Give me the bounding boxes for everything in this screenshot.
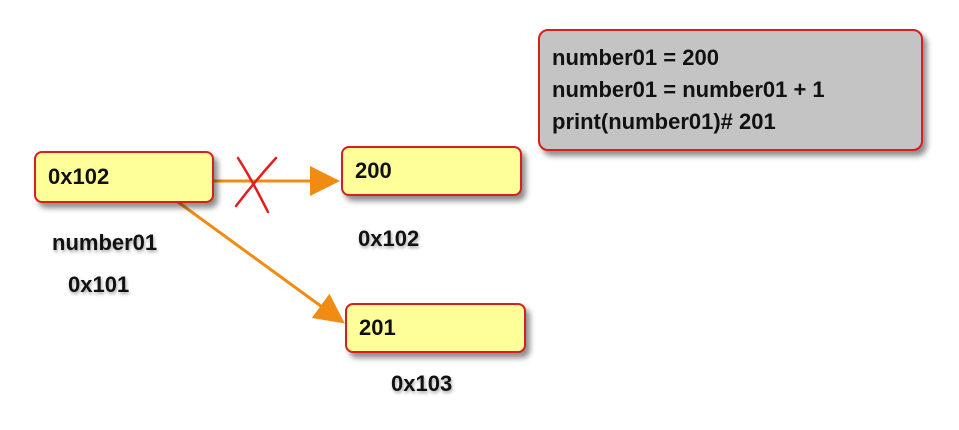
variable-value: 0x102: [48, 164, 110, 189]
object-200-address-label: 0x102: [358, 226, 420, 251]
variable-box: 0x102: [34, 151, 214, 203]
object-201-address-label: 0x103: [391, 371, 453, 396]
object-200-value: 200: [355, 158, 392, 183]
variable-address-label: 0x101: [68, 272, 130, 297]
code-line: print(number01)# 201: [552, 109, 776, 134]
object-201-value: 201: [359, 315, 396, 340]
code-line: number01 = number01 + 1: [552, 77, 825, 102]
variable-name-label: number01: [52, 230, 158, 255]
code-line: number01 = 200: [552, 45, 719, 70]
object-box-200: 200: [341, 146, 522, 196]
object-box-201: 201: [345, 303, 526, 353]
code-box: number01 = 200 number01 = number01 + 1 p…: [538, 29, 923, 151]
cross-out-mark: [234, 156, 278, 214]
